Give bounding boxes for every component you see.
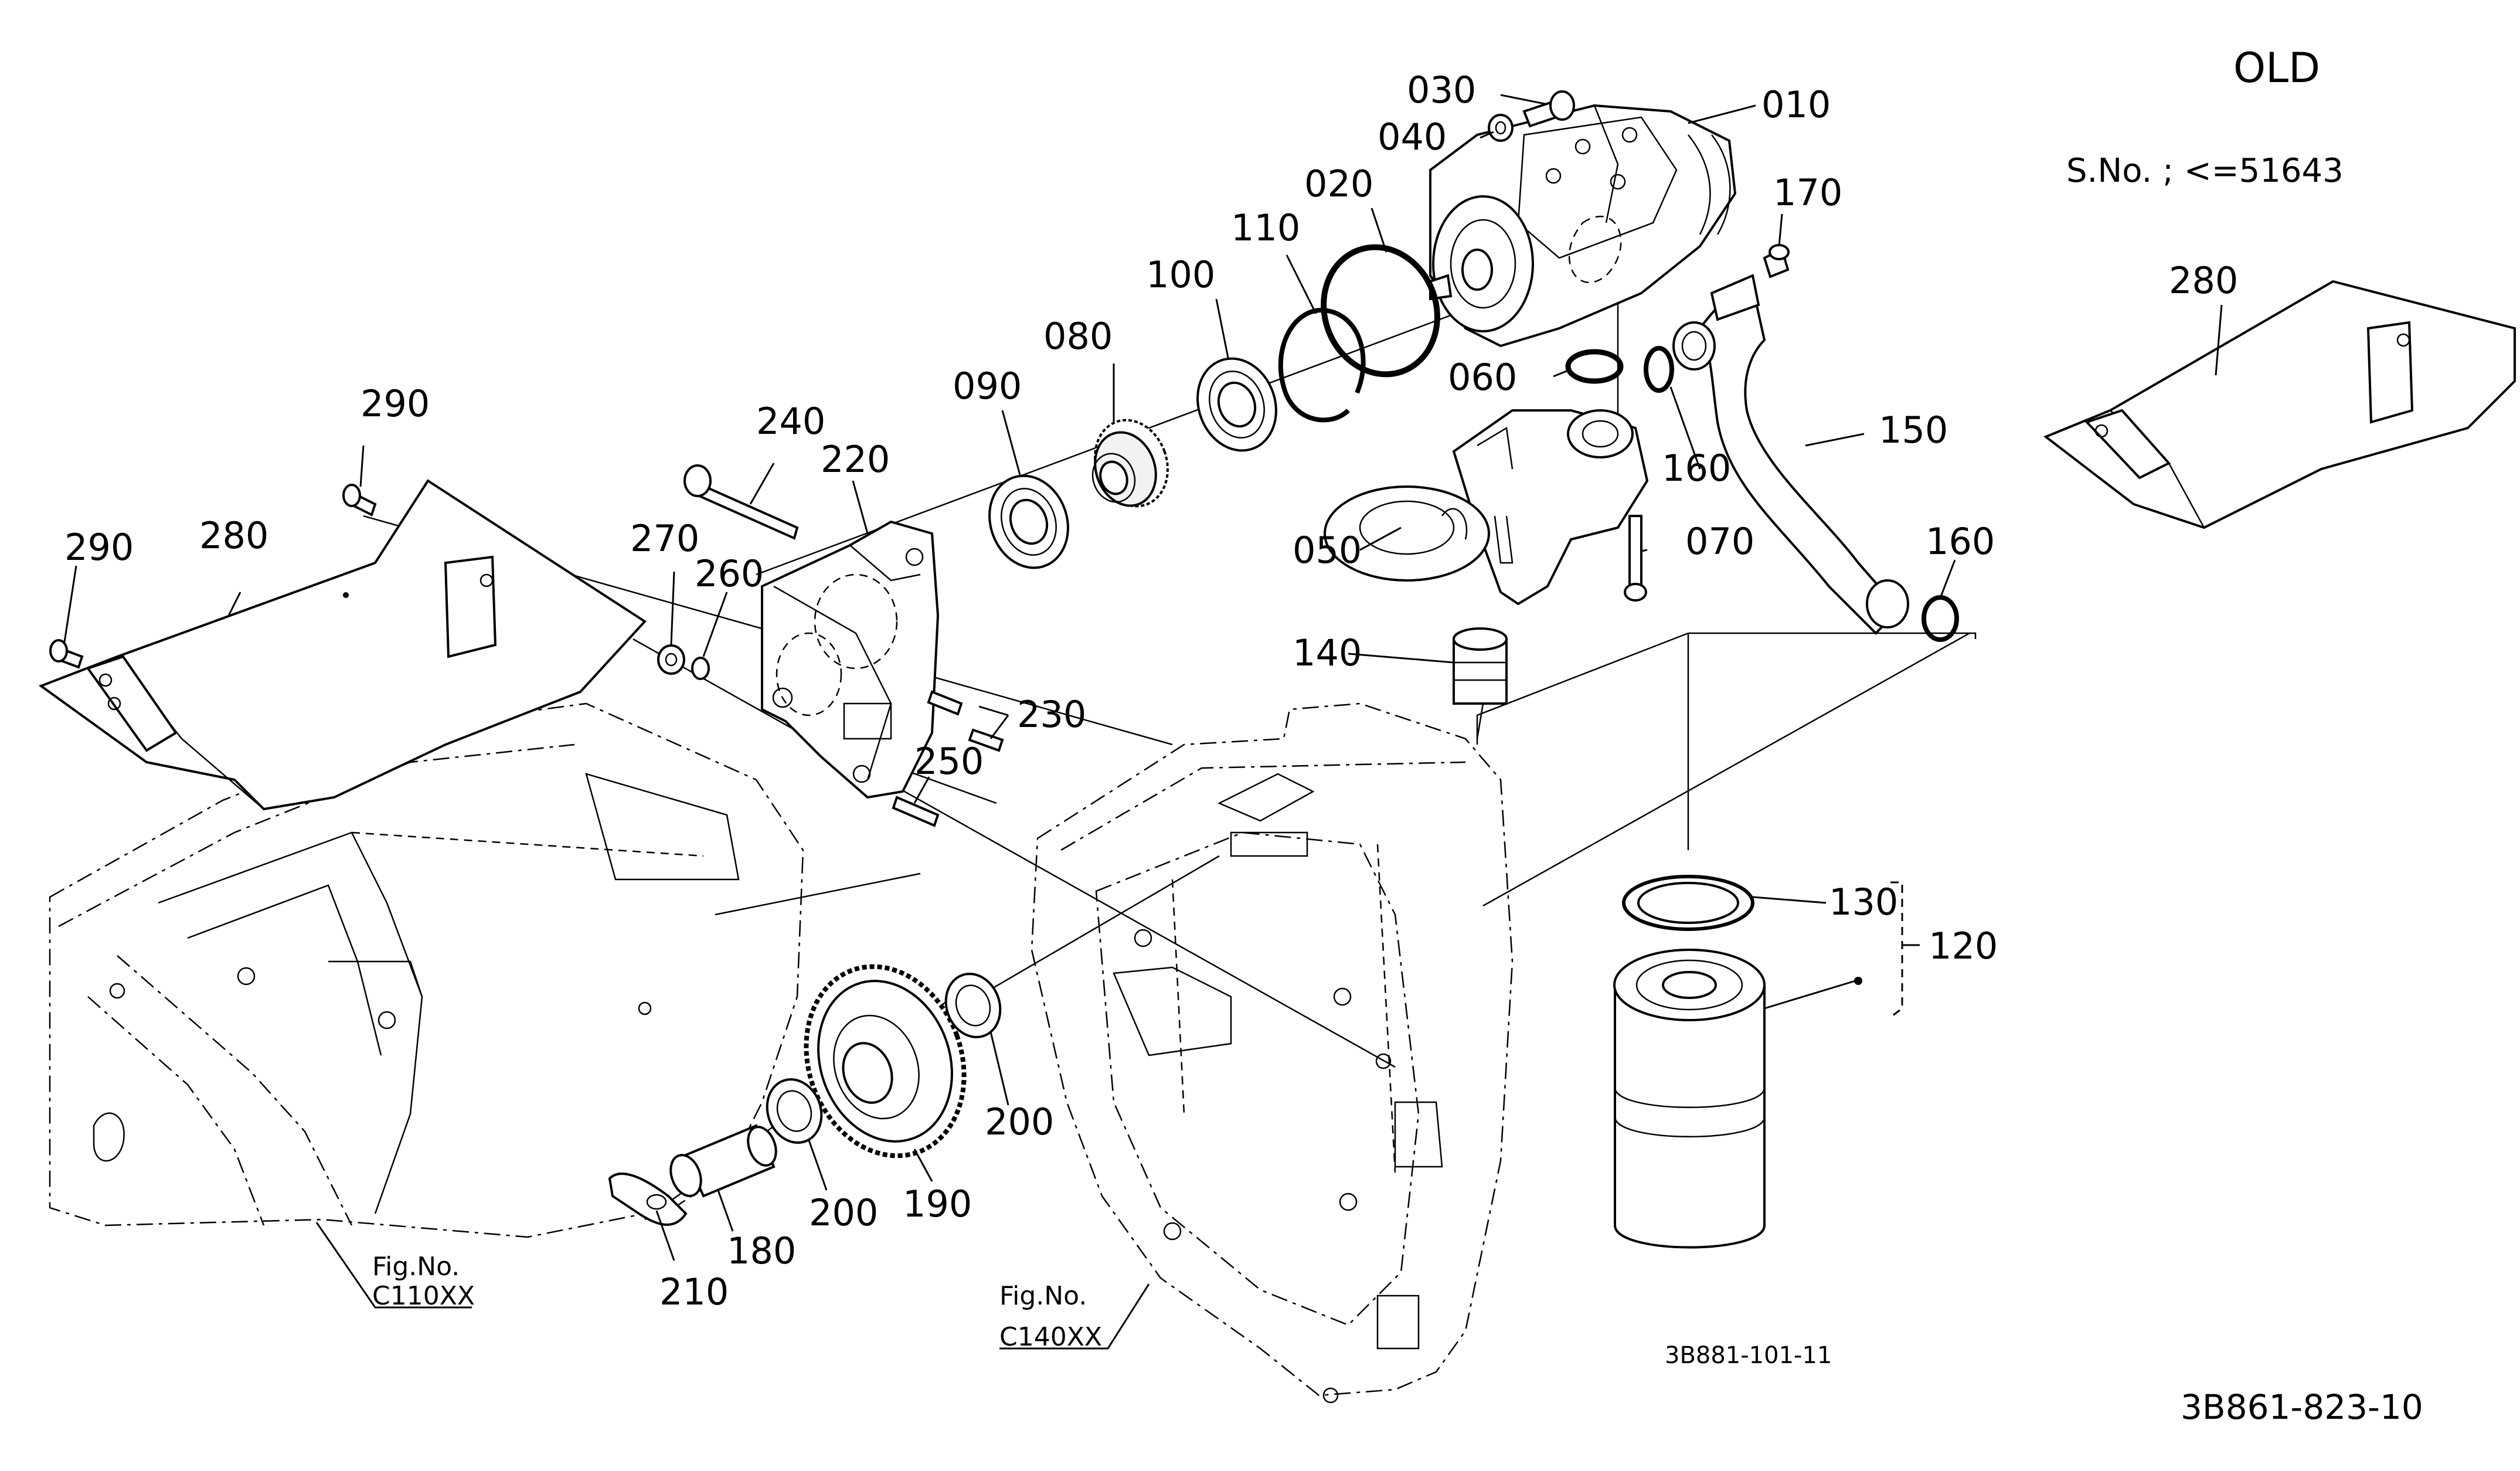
o-ring-060 <box>1565 349 1624 384</box>
hydraulic-pump-010 <box>1429 104 1737 348</box>
callout-020: 020 <box>1304 162 1373 205</box>
callout-130: 130 <box>1829 881 1898 923</box>
fitting-140 <box>1453 627 1508 705</box>
callout-110: 110 <box>1231 206 1300 249</box>
callout-160-lower: 160 <box>1926 520 1995 563</box>
bolt-070 <box>1624 515 1647 602</box>
figure-ref-right: Fig.No. C140XX <box>999 1281 1150 1352</box>
oil-filter-120 <box>1613 949 1766 1249</box>
bearing-100 <box>1196 357 1277 452</box>
circlip-110 <box>1278 308 1366 423</box>
drawing-code: 3B881-101-11 <box>1665 1342 1832 1369</box>
callout-280-inset: 280 <box>2169 259 2238 302</box>
callout-010: 010 <box>1761 83 1831 126</box>
callout-090: 090 <box>953 365 1022 407</box>
transmission-case-right <box>1031 702 1514 1404</box>
callout-180: 180 <box>727 1229 796 1272</box>
bearing-200-upper <box>944 973 1002 1038</box>
callout-280-left: 280 <box>199 514 268 557</box>
callout-230: 230 <box>1017 693 1086 736</box>
callout-060: 060 <box>1448 356 1517 399</box>
figure-ref-left: Fig.No. C110XX <box>315 1222 475 1311</box>
callout-160-upper: 160 <box>1662 447 1731 490</box>
callout-220: 220 <box>821 438 890 481</box>
fig-label-right: Fig.No. <box>999 1281 1087 1311</box>
bolt-290-upper <box>342 484 377 517</box>
fig-code-left: C110XX <box>372 1281 475 1311</box>
shaft-180 <box>669 1124 777 1198</box>
bolt-240 <box>683 464 799 540</box>
bearing-200-lower <box>766 1078 823 1144</box>
cover-280-inset <box>2043 280 2516 529</box>
callout-250: 250 <box>914 740 984 783</box>
callout-170: 170 <box>1773 171 1842 214</box>
serial-number-label: S.No. ; <=51643 <box>2066 152 2344 190</box>
callout-290-upper: 290 <box>361 382 430 425</box>
callout-050: 050 <box>1293 529 1362 572</box>
leader-lines <box>63 94 2223 1261</box>
callout-040: 040 <box>1378 115 1447 158</box>
callout-030: 030 <box>1407 69 1476 111</box>
callout-240: 240 <box>756 400 825 443</box>
callout-070: 070 <box>1685 520 1754 563</box>
o-ring-020 <box>1321 244 1440 378</box>
callout-270: 270 <box>630 517 699 560</box>
stud-250 <box>892 796 940 827</box>
gear-case-220 <box>761 520 940 799</box>
fig-label-left: Fig.No. <box>372 1252 460 1282</box>
callout-080: 080 <box>1043 315 1113 358</box>
gasket-130 <box>1622 875 1754 931</box>
callout-100: 100 <box>1146 253 1215 296</box>
screw-170 <box>1763 244 1790 278</box>
callout-290-lower: 290 <box>64 526 134 569</box>
cover-280-left <box>38 479 647 811</box>
filter-dot-marker <box>1854 977 1862 985</box>
callout-140: 140 <box>1293 631 1362 674</box>
pipe-150 <box>1672 274 1909 635</box>
washer-040 <box>1488 114 1514 142</box>
filter-head-050 <box>1324 409 1649 606</box>
callout-190: 190 <box>903 1183 972 1225</box>
page-code: 3B861-823-10 <box>2181 1387 2423 1427</box>
callout-150: 150 <box>1879 409 1948 451</box>
bolt-290-lower <box>49 639 84 669</box>
callout-120: 120 <box>1929 925 1998 967</box>
callout-200-lower: 200 <box>809 1191 878 1234</box>
fig-code-right: C140XX <box>999 1322 1102 1352</box>
o-ring-160-upper <box>1644 346 1674 393</box>
callout-200-upper: 200 <box>985 1100 1054 1143</box>
version-label: OLD <box>2233 44 2320 92</box>
callout-210: 210 <box>659 1270 729 1313</box>
callout-260: 260 <box>695 552 764 595</box>
washer-260 <box>691 657 710 680</box>
plate-210 <box>608 1173 688 1226</box>
bearing-090 <box>988 474 1069 569</box>
gear-190 <box>804 964 967 1159</box>
nut-270 <box>657 644 685 675</box>
gear-080 <box>1091 419 1169 508</box>
